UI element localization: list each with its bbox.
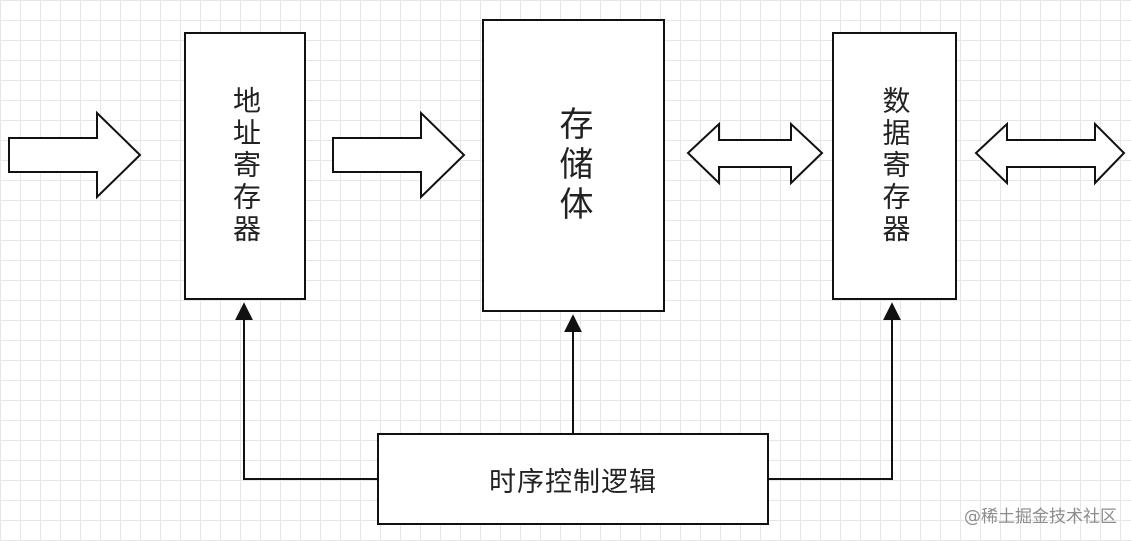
data-register-label: 数据寄存器 (878, 86, 912, 246)
storage-data-bidirectional-arrow (686, 121, 824, 186)
data-output-bidirectional-arrow (974, 121, 1126, 186)
address-register-label: 地址寄存器 (229, 86, 262, 246)
watermark: @稀土掘金技术社区 (964, 507, 1117, 527)
timing-control-logic-label: 时序控制逻辑 (489, 466, 657, 498)
address-to-storage-arrow (332, 110, 466, 200)
storage-box: 存储体 (482, 19, 665, 312)
address-register-box: 地址寄存器 (184, 32, 306, 300)
input-arrow (8, 110, 142, 200)
data-register-box: 数据寄存器 (832, 32, 957, 300)
storage-label: 存储体 (553, 105, 593, 226)
control-line-to-address-register (235, 302, 377, 480)
timing-control-logic-box: 时序控制逻辑 (377, 433, 769, 525)
control-line-to-data-register (769, 302, 901, 480)
